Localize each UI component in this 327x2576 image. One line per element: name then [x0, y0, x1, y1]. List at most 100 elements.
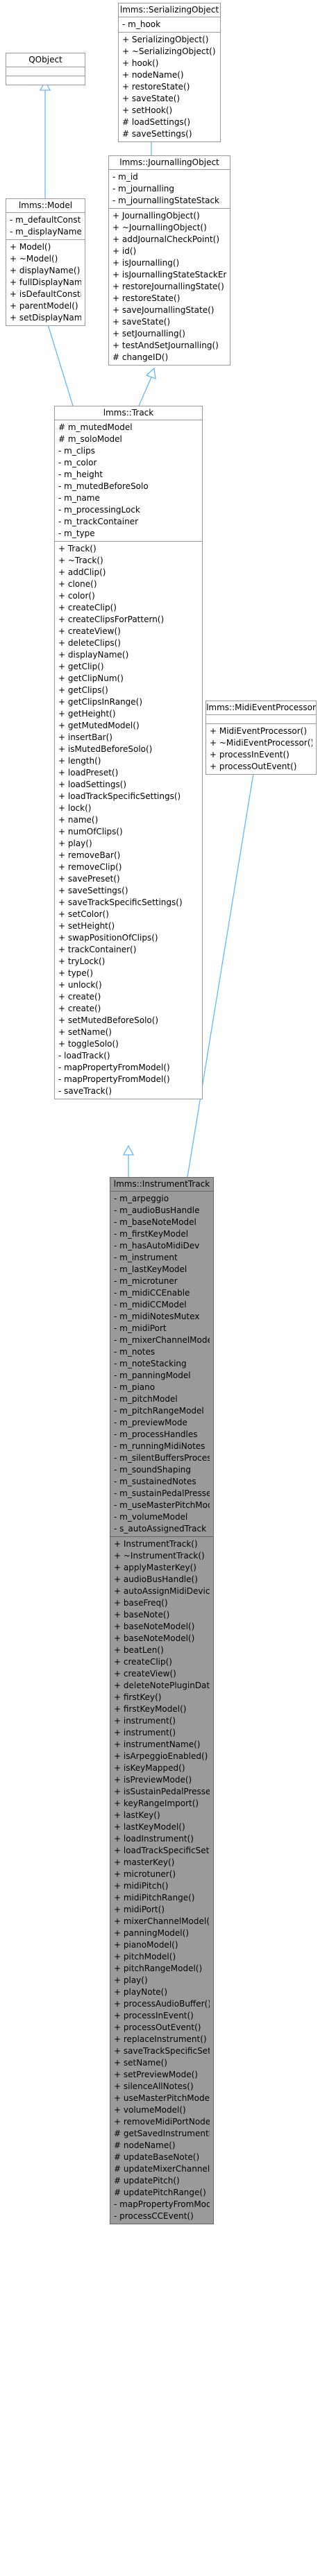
- method-row: + pitchRangeModel(): [114, 1964, 203, 1973]
- method-row: + parentModel(): [10, 301, 78, 311]
- class-box-instrument-track[interactable]: lmms::InstrumentTrack- m_arpeggio- m_aud…: [110, 1177, 214, 2224]
- method-row: + JournallingObject(): [112, 211, 200, 221]
- method-row: + loadTrackSpecificSettings(): [114, 1846, 210, 1855]
- method-row: + baseNote(): [114, 1610, 170, 1620]
- method-row: + processOutEvent(): [114, 2023, 201, 2032]
- class-name: lmms::JournallingObject: [109, 156, 230, 170]
- method-row: + getClipsInRange(): [58, 697, 143, 707]
- attributes-section: - m_id - m_journalling - m_journallingStat…: [109, 170, 230, 209]
- method-row: + getMutedModel(): [58, 721, 140, 730]
- method-row: + unlock(): [58, 980, 102, 990]
- method-row: + length(): [58, 756, 101, 766]
- methods-section: + InstrumentTrack()+ ~InstrumentTrack()+…: [110, 1537, 213, 2224]
- method-row: + restoreState(): [112, 293, 181, 303]
- class-box-midi-event-processor[interactable]: lmms::MidiEventProcessor+ MidiEventProce…: [206, 701, 317, 775]
- method-row: + ~InstrumentTrack(): [114, 1551, 205, 1561]
- methods-section: + SerializingObject()+ ~SerializingObjec…: [119, 33, 220, 141]
- method-row: + firstKey(): [114, 1692, 162, 1702]
- method-row: + firstKeyModel(): [114, 1704, 187, 1714]
- method-row: + restoreJournallingState(): [112, 282, 224, 291]
- method-row: + isJournalling(): [112, 258, 180, 268]
- attribute-row: - m_sustainedNotes: [114, 1477, 196, 1486]
- arrowhead-journalling: [145, 367, 156, 379]
- method-row: # updatePitchRange(): [114, 2188, 206, 2197]
- method-row: + pianoModel(): [114, 1940, 178, 1950]
- class-box-journalling-object[interactable]: lmms::JournallingObject- m_id- m_journal…: [108, 155, 230, 366]
- attribute-row: - m_clips: [58, 446, 95, 456]
- edge-instrument-midi: [187, 773, 254, 1178]
- method-row: + createView(): [58, 626, 121, 636]
- method-row: + instrument(): [114, 1716, 176, 1726]
- method-row: + ~Track(): [58, 556, 103, 565]
- attribute-row: - m_silentBuffersProcessed: [114, 1453, 210, 1463]
- attribute-row: - m_hook: [122, 19, 161, 29]
- method-row: + isArpeggioEnabled(): [114, 1751, 208, 1761]
- method-row: + isKeyMapped(): [114, 1763, 185, 1773]
- attribute-row: # m_mutedModel: [58, 422, 133, 432]
- method-row: + getClip(): [58, 662, 104, 671]
- attribute-row: - m_notes: [114, 1347, 156, 1357]
- class-name: QObject: [6, 53, 85, 67]
- method-row: + saveSettings(): [58, 886, 128, 895]
- attribute-row: - m_instrument: [114, 1253, 178, 1262]
- attribute-row: - m_lastKeyModel: [114, 1264, 187, 1274]
- attribute-row: - m_mutedBeforeSolo: [58, 481, 149, 491]
- attribute-row: - m_baseNoteModel: [114, 1217, 196, 1227]
- class-box-model[interactable]: lmms::Model- m_defaultConstructed- m_dis…: [6, 198, 85, 326]
- method-row: + ~Model(): [10, 254, 58, 264]
- method-row: + instrument(): [114, 1728, 176, 1737]
- arrowhead-track: [122, 1144, 135, 1156]
- method-row: + saveTrackSpecificSettings(): [114, 2046, 210, 2056]
- attribute-row: - m_volumeModel: [114, 1512, 188, 1522]
- method-row: + deleteClips(): [58, 638, 121, 648]
- method-row: + getClipNum(): [58, 673, 124, 683]
- method-row: + removeBar(): [58, 850, 121, 860]
- method-row: + saveState(): [112, 317, 171, 327]
- attribute-row: - m_midiCCModel: [114, 1300, 187, 1310]
- attribute-row: - m_id: [112, 172, 138, 182]
- method-row: + playNote(): [114, 1987, 168, 1997]
- method-row: + Track(): [58, 544, 97, 553]
- method-row: + setHook(): [122, 105, 173, 115]
- method-row: + ~SerializingObject(): [122, 46, 216, 56]
- method-row: # updatePitch(): [114, 2176, 180, 2186]
- method-row: + volumeModel(): [114, 2105, 186, 2115]
- method-row: + createView(): [114, 1669, 176, 1678]
- method-row: + getClips(): [58, 685, 108, 695]
- method-row: + toggleSolo(): [58, 1039, 119, 1049]
- method-row: + addJournalCheckPoint(): [112, 234, 220, 244]
- method-row: + midiPitch(): [114, 1881, 169, 1891]
- attribute-row: - m_audioBusHandle: [114, 1205, 200, 1215]
- attribute-row: - m_pitchRangeModel: [114, 1406, 204, 1416]
- attribute-row: - m_journalling: [112, 184, 175, 194]
- method-row: + savePreset(): [58, 874, 120, 884]
- method-row: + type(): [58, 968, 94, 978]
- attribute-row: - m_midiNotesMutex: [114, 1312, 200, 1321]
- attributes-section: [6, 67, 85, 76]
- attribute-row: - m_sustainPedalPressed: [114, 1488, 210, 1498]
- class-name: lmms::SerializingObject: [119, 3, 220, 17]
- attributes-section: - m_defaultConstructed- m_displayName: [6, 213, 85, 240]
- method-row: + lastKey(): [114, 1810, 160, 1820]
- attribute-row: - m_journallingStateStack: [112, 196, 220, 205]
- method-row: + displayName(): [58, 650, 129, 660]
- attribute-row: - m_defaultConstructed: [10, 215, 81, 225]
- method-row: + clone(): [58, 579, 97, 589]
- method-row: + loadSettings(): [58, 780, 127, 789]
- method-row: + baseNoteModel(): [114, 1622, 195, 1631]
- method-row: + Model(): [10, 242, 51, 252]
- methods-section: + JournallingObject()+ ~JournallingObjec…: [109, 209, 230, 365]
- method-row: + tryLock(): [58, 956, 106, 966]
- method-row: + useMasterPitchModel(): [114, 2093, 210, 2103]
- class-box-serializing-object[interactable]: lmms::SerializingObject- m_hook+ Seriali…: [118, 3, 221, 142]
- attributes-section: [206, 715, 316, 724]
- method-row: + MidiEventProcessor(): [210, 726, 308, 736]
- method-row: + color(): [58, 591, 95, 601]
- attribute-row: - m_soundShaping: [114, 1465, 192, 1475]
- methods-section: [6, 76, 85, 85]
- method-row: + createClipsForPattern(): [58, 615, 165, 624]
- class-box-track[interactable]: lmms::Track# m_mutedModel# m_soloModel- …: [54, 406, 203, 1099]
- class-box-qobject[interactable]: QObject: [6, 53, 85, 85]
- attribute-row: - m_runningMidiNotes: [114, 1441, 206, 1451]
- method-row: + numOfClips(): [58, 827, 123, 836]
